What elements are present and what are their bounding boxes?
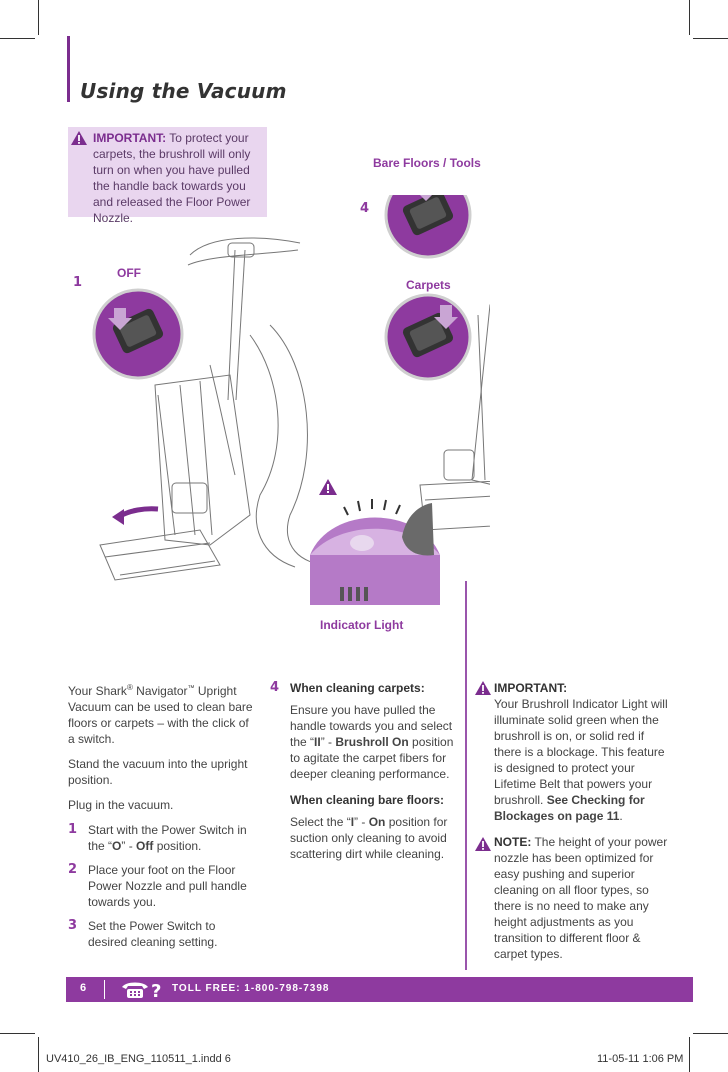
page-title: Using the Vacuum (80, 79, 287, 103)
bare-floors-heading: When cleaning bare floors: (290, 793, 445, 807)
height-note: NOTE: The height of your power nozzle ha… (494, 835, 668, 961)
important-text: To protect your carpets, the brushroll w… (93, 131, 251, 225)
date-slug: 11-05-11 1:06 PM (597, 1053, 684, 1065)
crop-mark (0, 1033, 35, 1034)
carpets-heading: When cleaning carpets: (290, 681, 425, 695)
plug-paragraph: Plug in the vacuum. (68, 798, 174, 812)
callout-bare-floors-label: Bare Floors / Tools (373, 156, 481, 170)
phone-icon: ? (122, 981, 161, 1000)
footer-bar (66, 977, 693, 1002)
step-2: 2 Place your foot on the Floor Power Noz… (68, 862, 247, 909)
title-accent-bar (67, 36, 70, 102)
note-label: NOTE: (494, 835, 532, 849)
step-1: 1 Start with the Power Switch in the “O”… (68, 822, 247, 853)
callout-step-4: 4 (360, 201, 370, 216)
toll-free-number: TOLL FREE: 1-800-798-7398 (172, 983, 330, 994)
notes-column: IMPORTANT:Your Brushroll Indicator Light… (494, 680, 669, 972)
intro-column: Your Shark® Navigator™ Upright Vacuum ca… (68, 680, 258, 958)
bare-floors-paragraph: Select the “I” - On position for suction… (290, 815, 448, 861)
crop-mark (0, 38, 35, 39)
file-slug: UV410_26_IB_ENG_110511_1.indd 6 (46, 1053, 231, 1065)
crop-mark (38, 0, 39, 35)
important-box (68, 127, 267, 217)
callout-indicator-label: Indicator Light (320, 618, 404, 632)
indicator-important: IMPORTANT:Your Brushroll Indicator Light… (494, 681, 668, 823)
upright-paragraph: Stand the vacuum into the upright positi… (68, 757, 248, 787)
vacuum-illustration (92, 195, 490, 605)
step-3: 3 Set the Power Switch to desired cleani… (68, 918, 218, 949)
footer-separator (104, 980, 105, 999)
page-number: 6 (80, 982, 87, 994)
crop-mark (689, 0, 690, 35)
callout-off-label: OFF (117, 266, 141, 280)
important-note: IMPORTANT: To protect your carpets, the … (93, 130, 263, 226)
important-label: IMPORTANT: (494, 681, 568, 695)
warning-icon (475, 681, 491, 695)
crop-mark (38, 1037, 39, 1072)
svg-text:?: ? (151, 981, 161, 1000)
column-divider (465, 581, 467, 970)
crop-mark (689, 1037, 690, 1072)
callout-step-1: 1 (73, 275, 83, 290)
crop-mark (693, 38, 728, 39)
warning-icon (475, 837, 491, 851)
crop-mark (693, 1033, 728, 1034)
cleaning-column: When cleaning carpets: Ensure you have p… (290, 680, 465, 872)
step-4-number: 4 (270, 680, 280, 695)
carpets-paragraph: Ensure you have pulled the handle toward… (290, 703, 454, 781)
important-label: IMPORTANT: (93, 131, 167, 145)
intro-paragraph: Your Shark® Navigator™ Upright Vacuum ca… (68, 683, 253, 746)
callout-carpets-label: Carpets (406, 278, 451, 292)
warning-icon (71, 131, 87, 145)
